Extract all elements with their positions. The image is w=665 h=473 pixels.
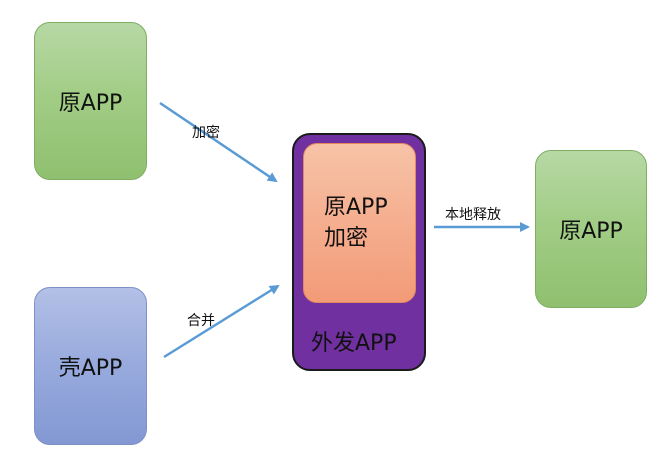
node-original-app-left-label: 原APP [58, 91, 123, 116]
edge-label-encrypt: 加密 [192, 125, 220, 141]
node-shell-app-label: 壳APP [58, 356, 123, 381]
edge-label-local-release: 本地释放 [445, 207, 501, 223]
node-encrypted-app-line1: 原APP [324, 195, 388, 220]
node-original-app-right-label: 原APP [559, 219, 623, 244]
node-original-app-right: 原APP [535, 150, 647, 308]
node-distributed-app-label: 外发APP [311, 331, 397, 356]
node-distributed-app: 原APP 加密 外发APP [292, 133, 426, 371]
arrow-encrypt [159, 101, 278, 183]
node-original-app-left: 原APP [34, 22, 147, 180]
node-encrypted-app: 原APP 加密 [303, 143, 416, 303]
arrow-merge [163, 284, 280, 359]
node-encrypted-app-line2: 加密 [324, 226, 369, 251]
edge-label-merge: 合并 [187, 313, 215, 329]
node-shell-app: 壳APP [34, 287, 147, 445]
